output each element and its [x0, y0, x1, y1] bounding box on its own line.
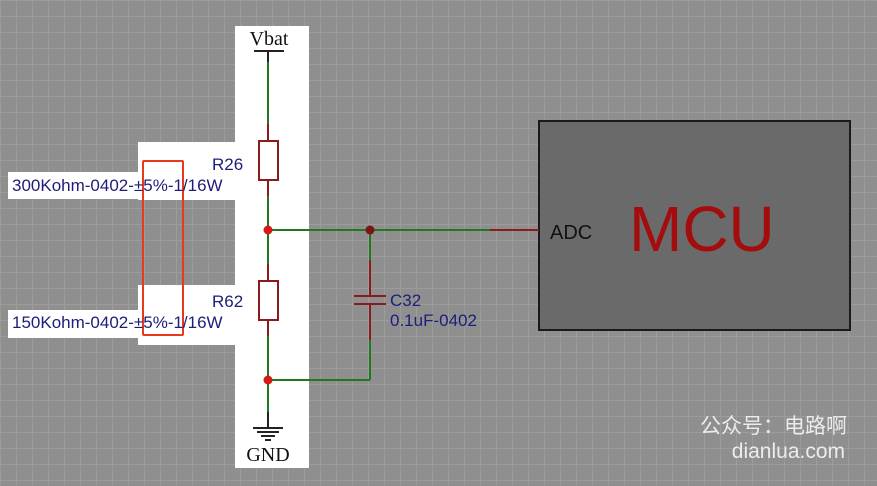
r26-spec-label: 300Kohm-0402-±5%-1/16W: [12, 176, 223, 195]
r62-ref-label: R62: [212, 292, 244, 311]
junction-dot-divider: [263, 225, 273, 235]
power-label: Vbat: [249, 28, 289, 50]
watermark-line2: dianlua.com: [731, 440, 845, 463]
r62-spec-label: 150Kohm-0402-±5%-1/16W: [12, 313, 223, 332]
mcu-label: MCU: [629, 193, 775, 265]
r26-ref-label: R26: [212, 155, 244, 174]
r26-spec-background: [8, 172, 140, 199]
tolerance-highlight-box: [142, 160, 184, 336]
watermark-line1: 公众号：电路啊: [700, 415, 847, 438]
r26-body[interactable]: [258, 140, 279, 181]
mcu-block[interactable]: [538, 120, 851, 331]
r62-body[interactable]: [258, 280, 279, 321]
schematic-background: [235, 26, 309, 468]
c32-ref-label: C32: [390, 291, 422, 310]
junction-dot-gnd: [263, 375, 273, 385]
c32-value-label: 0.1uF-0402: [390, 311, 477, 330]
r26-label-background: [138, 142, 238, 200]
adc-pin-label: ADC: [550, 222, 593, 244]
r62-spec-background: [8, 310, 140, 338]
junction-dot-cap-top: [365, 225, 375, 235]
ground-label: GND: [246, 444, 290, 466]
